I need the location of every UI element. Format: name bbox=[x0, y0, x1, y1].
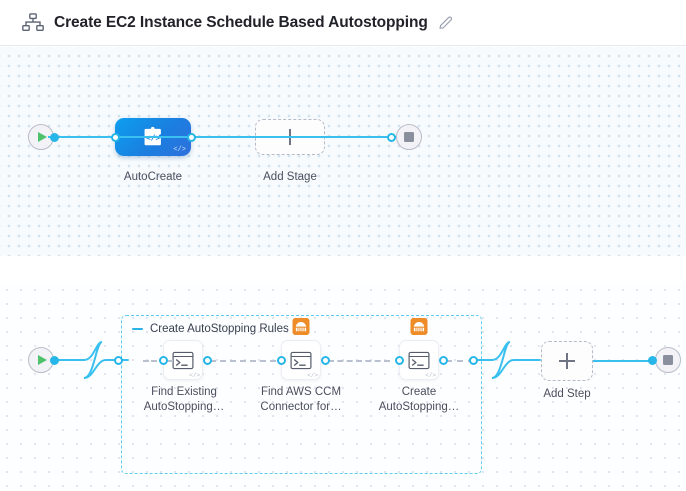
add-step-button[interactable] bbox=[541, 341, 593, 381]
stop-icon bbox=[663, 355, 673, 365]
step-0-input-port[interactable] bbox=[158, 355, 168, 365]
play-icon bbox=[37, 355, 47, 365]
step-canvas[interactable]: Create AutoStopping Rules </> Find Exist… bbox=[0, 283, 686, 491]
end-input-port[interactable] bbox=[387, 132, 396, 142]
add-step-label: Add Step bbox=[543, 388, 591, 400]
left-group-bracket bbox=[53, 341, 129, 379]
step-group-header[interactable]: Create AutoStopping Rules bbox=[132, 323, 289, 335]
step-2-label-line2: AutoStopping… bbox=[378, 401, 460, 413]
aws-cloud-icon bbox=[292, 318, 310, 335]
code-brackets-icon: </> bbox=[189, 372, 200, 379]
code-brackets-icon: </> bbox=[173, 146, 186, 154]
step-wire-0 bbox=[143, 360, 173, 362]
pencil-edit-icon[interactable] bbox=[438, 15, 454, 31]
step-0-label: Find Existing AutoStopping… bbox=[138, 385, 230, 415]
exec-end-input-port[interactable] bbox=[648, 355, 657, 365]
step-1-output-port[interactable] bbox=[320, 355, 330, 365]
execution-end-node[interactable] bbox=[655, 347, 681, 373]
step-node-create-autostopping[interactable]: </> bbox=[399, 318, 439, 380]
stage-wire bbox=[48, 136, 396, 138]
step-2-label-line1: Create bbox=[401, 386, 437, 398]
step-wire-2 bbox=[328, 360, 390, 362]
code-brackets-icon: </> bbox=[425, 372, 436, 379]
step-group-create-autostopping-rules[interactable]: Create AutoStopping Rules bbox=[121, 315, 482, 474]
step-1-input-port[interactable] bbox=[276, 355, 286, 365]
group-input-port[interactable] bbox=[114, 355, 123, 365]
step-2-input-port[interactable] bbox=[394, 355, 404, 365]
step-wire-1 bbox=[210, 360, 276, 362]
step-wire-3 bbox=[446, 360, 474, 362]
stage-output-port[interactable] bbox=[186, 132, 196, 142]
start-output-port[interactable] bbox=[50, 132, 59, 142]
aws-cloud-icon bbox=[410, 318, 428, 335]
end-node-circle[interactable] bbox=[396, 124, 422, 150]
shell-script-terminal-icon bbox=[290, 351, 312, 369]
step-1-label-line1: Find AWS CCM bbox=[260, 386, 342, 398]
page-header: Create EC2 Instance Schedule Based Autos… bbox=[0, 0, 686, 46]
svg-text:</>: </> bbox=[145, 134, 160, 143]
code-brackets-icon: </> bbox=[307, 372, 318, 379]
group-output-port[interactable] bbox=[469, 355, 478, 365]
step-2-output-port[interactable] bbox=[438, 355, 448, 365]
stop-icon bbox=[404, 132, 414, 142]
shell-script-terminal-icon bbox=[408, 351, 430, 369]
step-card[interactable]: </> bbox=[281, 318, 321, 380]
pipeline-end-node[interactable] bbox=[396, 124, 422, 150]
exec-end-circle[interactable] bbox=[655, 347, 681, 373]
play-icon bbox=[37, 132, 47, 142]
minus-icon[interactable] bbox=[132, 328, 143, 330]
exec-start-output-port[interactable] bbox=[50, 355, 59, 365]
step-tail-wire bbox=[593, 360, 652, 362]
stage-input-port[interactable] bbox=[110, 132, 120, 142]
puzzle-code-icon: </> bbox=[144, 126, 161, 145]
step-0-label-line2: AutoStopping… bbox=[143, 401, 225, 413]
step-0-output-port[interactable] bbox=[202, 355, 212, 365]
execution-start-node[interactable] bbox=[28, 347, 54, 373]
pipeline-hierarchy-icon bbox=[22, 12, 44, 33]
add-stage-label: Add Stage bbox=[263, 171, 317, 183]
stage-label: AutoCreate bbox=[123, 171, 183, 183]
step-0-label-line1: Find Existing bbox=[151, 386, 217, 398]
plus-icon bbox=[559, 353, 575, 369]
step-group-title: Create AutoStopping Rules bbox=[150, 323, 289, 335]
page-title: Create EC2 Instance Schedule Based Autos… bbox=[54, 13, 428, 31]
step-1-label: Find AWS CCM Connector for… bbox=[254, 385, 348, 415]
step-2-label: Create AutoStopping… bbox=[372, 385, 466, 415]
exec-start-circle[interactable] bbox=[28, 347, 54, 373]
step-1-label-line2: Connector for… bbox=[260, 401, 342, 413]
shell-script-terminal-icon bbox=[172, 351, 194, 369]
right-group-bracket bbox=[473, 341, 541, 379]
stage-canvas[interactable]: </> </> AutoCreate Add Stage bbox=[0, 47, 686, 256]
step-node-find-aws-ccm-connector[interactable]: </> bbox=[281, 318, 321, 380]
step-card[interactable]: </> bbox=[399, 318, 439, 380]
